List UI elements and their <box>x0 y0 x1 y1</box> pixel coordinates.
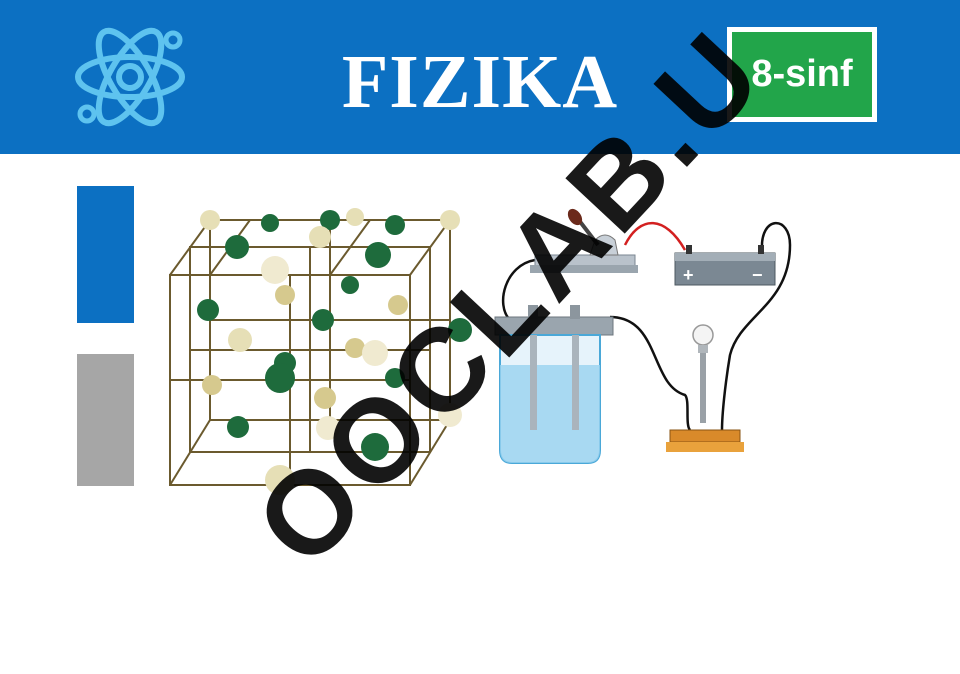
blue-side-bar <box>77 186 134 323</box>
battery-minus-label: − <box>752 265 763 285</box>
grade-badge: 8-sinf <box>727 27 877 122</box>
gray-side-bar <box>77 354 134 486</box>
atom-icon <box>75 27 185 127</box>
header-bar: FIZIKA 8-sinf <box>0 0 960 154</box>
battery-plus-label: + <box>683 265 694 285</box>
grade-label: 8-sinf <box>732 32 872 117</box>
crystal-lattice-icon <box>169 208 472 495</box>
electrolysis-circuit-icon: + − <box>494 208 792 464</box>
page-title: FIZIKA <box>341 40 619 124</box>
